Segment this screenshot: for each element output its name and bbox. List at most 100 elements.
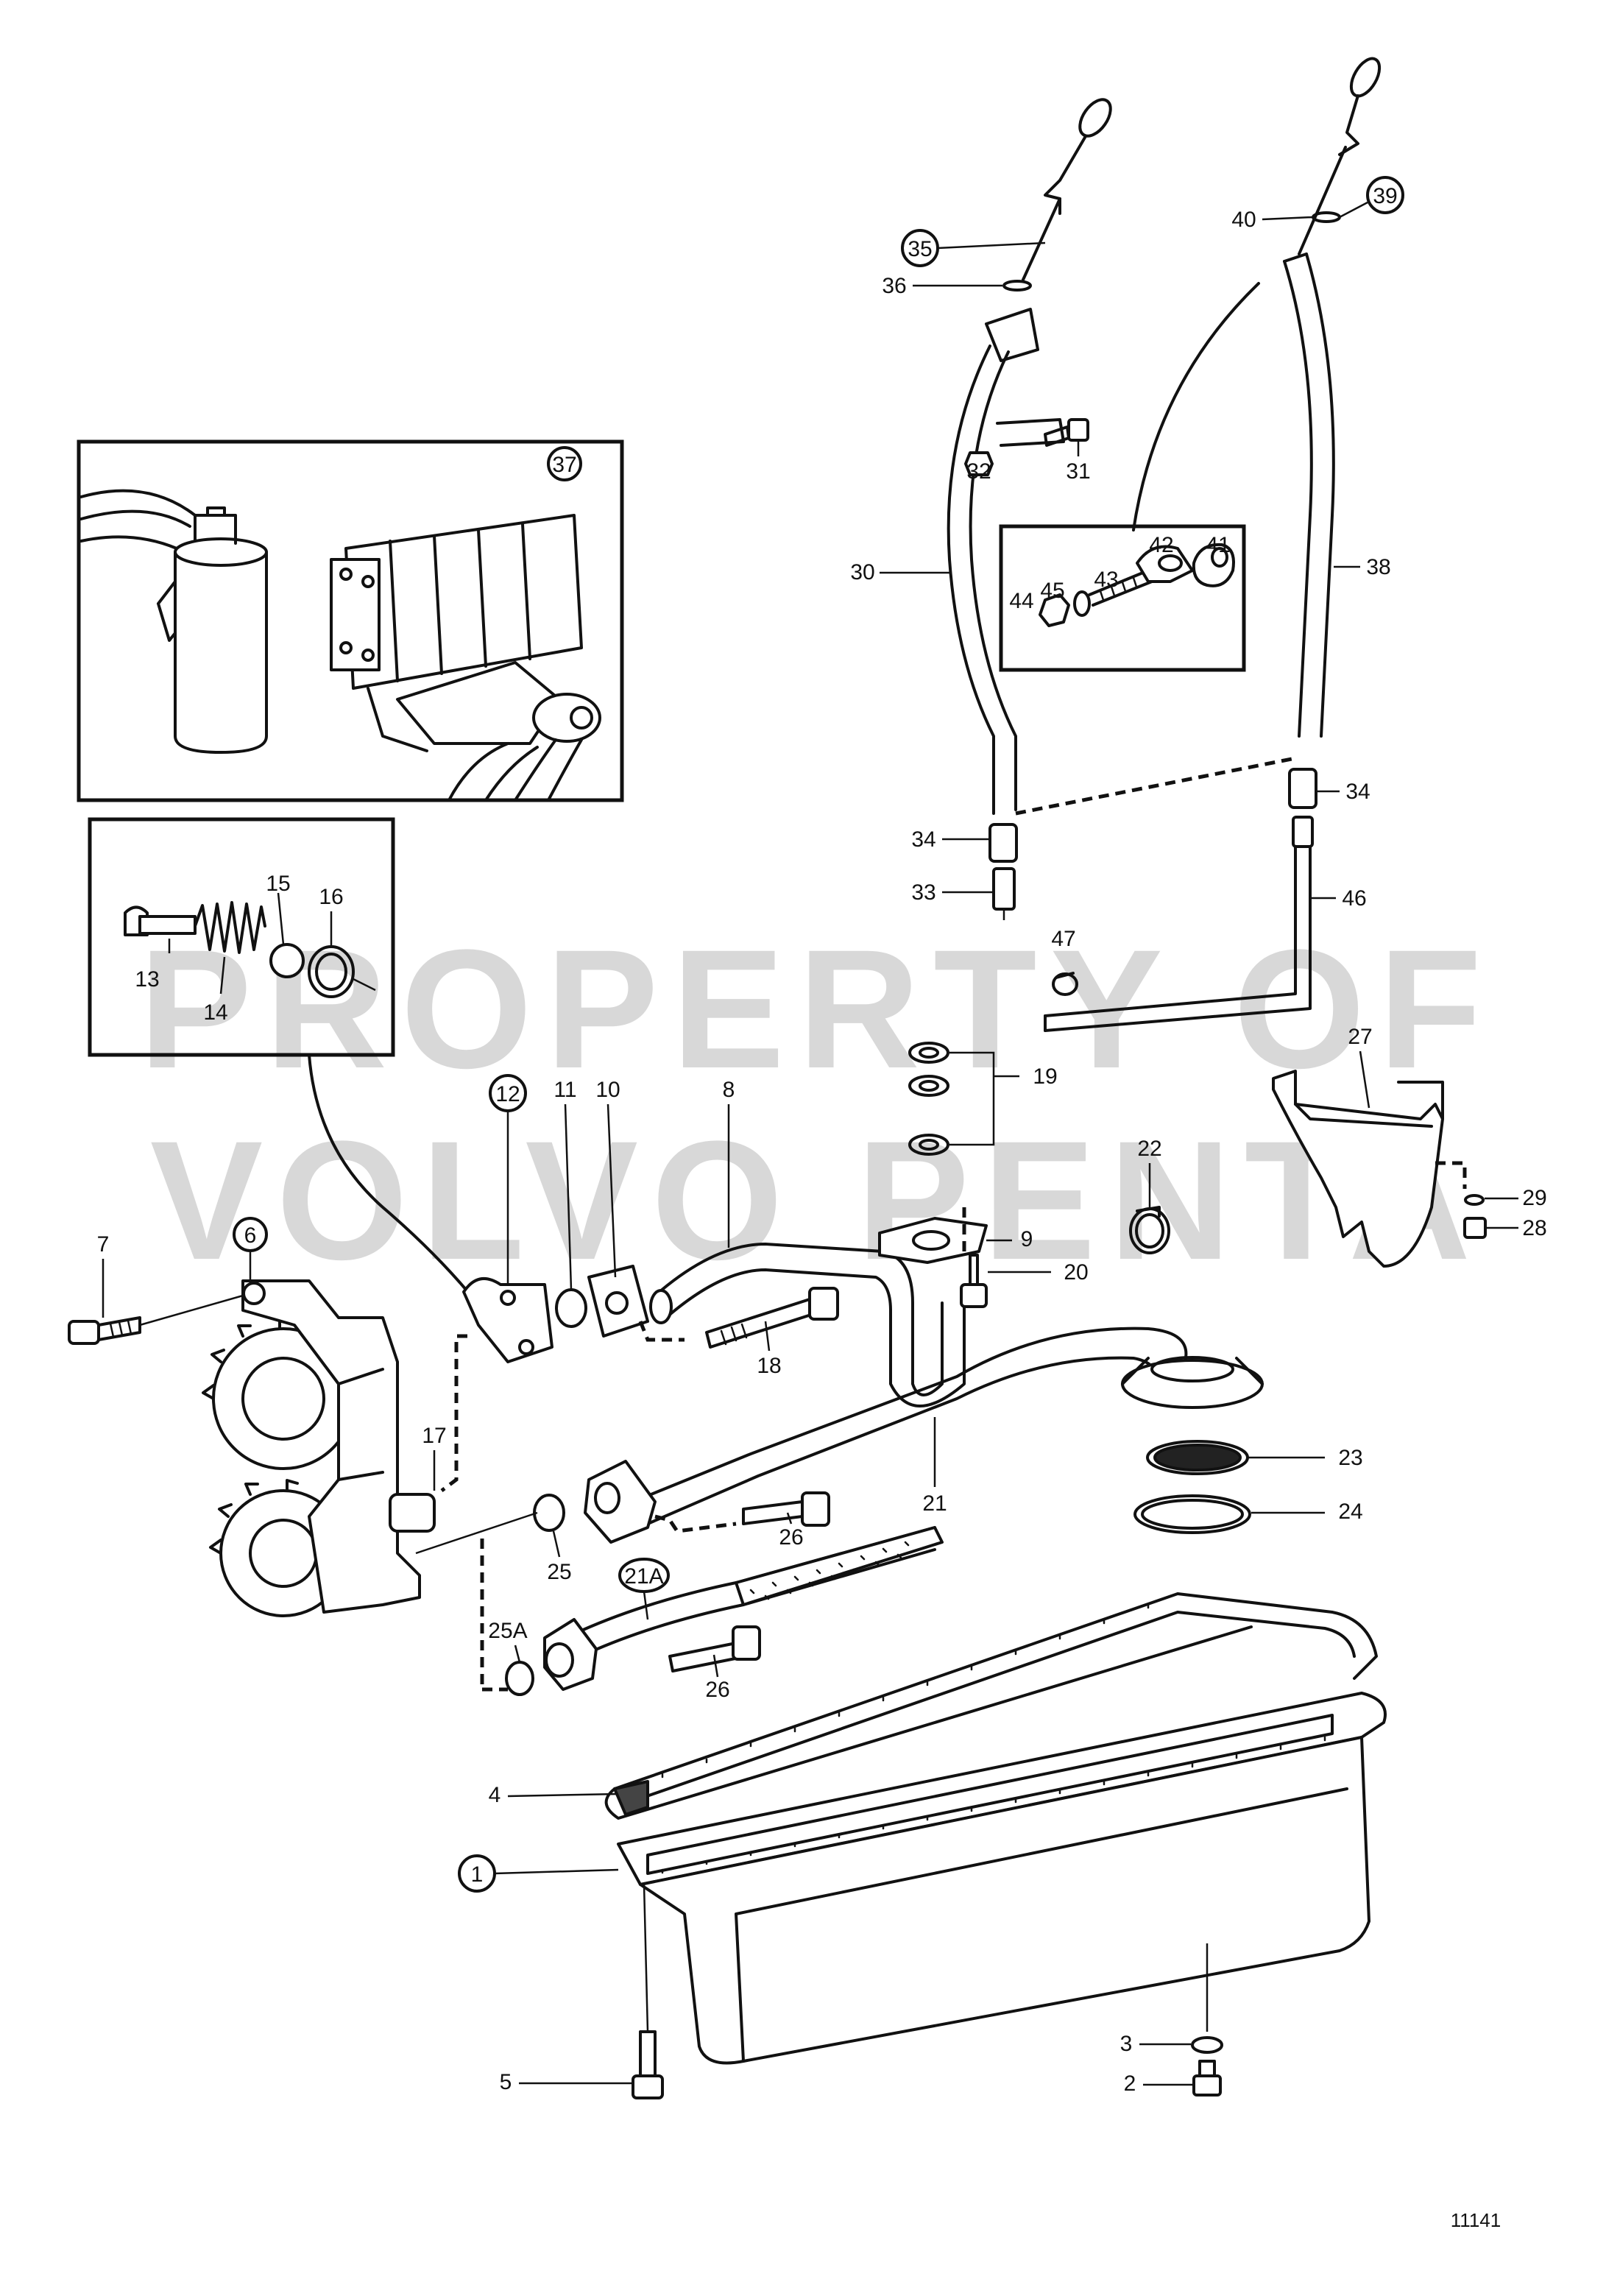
oil-pump-assembly (202, 1279, 436, 1617)
part-label-17: 17 (422, 1424, 446, 1448)
clamp-47 (1052, 972, 1078, 996)
dipstick-tube-38 (1283, 252, 1335, 738)
bolt-20 (960, 1207, 988, 1308)
sump-gasket-4 (604, 1592, 1378, 1820)
flange-12 (462, 1277, 553, 1363)
o-ring-11 (555, 1288, 587, 1328)
part-label-25: 25 (547, 1560, 571, 1584)
part-label-22: 22 (1137, 1137, 1161, 1161)
part-label-33: 33 (911, 880, 935, 905)
tube-link-dashed (1015, 756, 1296, 816)
part-label-35: 35 (908, 237, 932, 261)
dipstick-35 (1022, 98, 1112, 281)
part-label-41: 41 (1206, 533, 1230, 557)
part-label-39: 39 (1373, 184, 1397, 208)
part-label-7: 7 (97, 1232, 110, 1257)
part-label-4: 4 (489, 1783, 501, 1807)
part-label-26: 26 (779, 1525, 803, 1550)
part-label-47: 47 (1051, 927, 1075, 951)
part-label-25a: 25A (488, 1619, 527, 1643)
gasket-10 (587, 1265, 649, 1338)
part-label-32: 32 (966, 459, 991, 484)
bolt-26-upper (742, 1491, 830, 1527)
bolt-28 (1463, 1217, 1487, 1239)
part-label-46: 46 (1342, 886, 1366, 911)
suction-pipe-21 (584, 1327, 1264, 1544)
sleeve-34-left (988, 823, 1018, 863)
suction-pipe-21a (543, 1526, 944, 1691)
bolt-7 (68, 1316, 141, 1345)
part-label-23: 23 (1338, 1446, 1362, 1470)
nut-32 (964, 451, 994, 476)
part-label-19: 19 (1033, 1064, 1057, 1089)
part-label-31: 31 (1066, 459, 1090, 484)
tube-clip-locator-line (1132, 282, 1260, 531)
washer-29 (1464, 1194, 1485, 1206)
part-label-38: 38 (1366, 555, 1390, 579)
o-ring-36 (1002, 280, 1032, 292)
bolt-5 (632, 2030, 664, 2099)
part-label-36: 36 (882, 274, 906, 298)
part-label-10: 10 (595, 1078, 620, 1102)
part-label-6: 6 (244, 1223, 257, 1248)
part-label-45: 45 (1040, 579, 1064, 603)
drain-plug-2 (1192, 2060, 1222, 2097)
part-label-27: 27 (1348, 1025, 1372, 1049)
part-label-13: 13 (135, 967, 159, 992)
callout-circle-39 (1366, 176, 1404, 214)
circlip-24 (1133, 1494, 1251, 1534)
part-label-9: 9 (1021, 1227, 1033, 1251)
part-label-16: 16 (319, 885, 343, 909)
part-label-21a: 21A (624, 1564, 663, 1589)
screw-31 (1044, 418, 1089, 447)
sleeve-34-right (1288, 768, 1317, 809)
watermark-line-2: VOLVO PENTA (150, 1106, 1484, 1295)
part-label-43: 43 (1094, 568, 1118, 592)
part-label-26: 26 (705, 1678, 729, 1702)
callout-circle-37 (547, 446, 582, 481)
bolt-26-lower (668, 1625, 761, 1672)
dipstick-39 (1298, 57, 1382, 255)
part-label-37: 37 (552, 453, 576, 477)
part-label-20: 20 (1064, 1260, 1088, 1285)
part-label-42: 42 (1149, 533, 1173, 557)
dipstick-tube-30 (947, 308, 1065, 815)
part-label-11: 11 (553, 1078, 576, 1102)
inset-relief-valve-box (88, 817, 395, 1057)
bolt-18 (705, 1287, 839, 1349)
part-label-30: 30 (850, 560, 874, 584)
part-label-12: 12 (495, 1082, 520, 1106)
hose-clamp-22 (1129, 1206, 1170, 1254)
drain-tube-46 (1044, 816, 1314, 1032)
o-ring-40 (1312, 211, 1341, 223)
part-label-24: 24 (1338, 1500, 1362, 1524)
part-label-14: 14 (203, 1000, 227, 1025)
inset-tube-clip-box (999, 524, 1246, 672)
o-ring-25a (505, 1661, 534, 1696)
o-ring-25 (533, 1494, 565, 1532)
part-label-34: 34 (911, 827, 935, 852)
part-label-2: 2 (1124, 2071, 1136, 2096)
washer-3 (1191, 2036, 1223, 2054)
inset-oil-filter-box (77, 439, 624, 802)
part-label-40: 40 (1231, 208, 1256, 232)
part-label-15: 15 (266, 872, 290, 896)
part-label-29: 29 (1522, 1186, 1546, 1210)
part-label-28: 28 (1522, 1216, 1546, 1240)
part-label-5: 5 (500, 2070, 512, 2094)
part-label-44: 44 (1009, 589, 1033, 613)
watermark-line-1: PROPERTY OF (139, 914, 1495, 1103)
part-label-34: 34 (1345, 780, 1370, 804)
washers-19 (908, 1042, 949, 1156)
part-label-1: 1 (471, 1862, 484, 1887)
part-label-21: 21 (922, 1491, 947, 1516)
part-label-8: 8 (723, 1078, 735, 1102)
plug-33 (992, 867, 1016, 911)
flange-9 (878, 1217, 988, 1264)
diagram-reference-number: 11141 (1451, 2209, 1501, 2231)
relief-valve-locator-line (308, 1053, 473, 1297)
part-label-18: 18 (757, 1354, 781, 1378)
splash-guard-27 (1272, 1070, 1444, 1268)
